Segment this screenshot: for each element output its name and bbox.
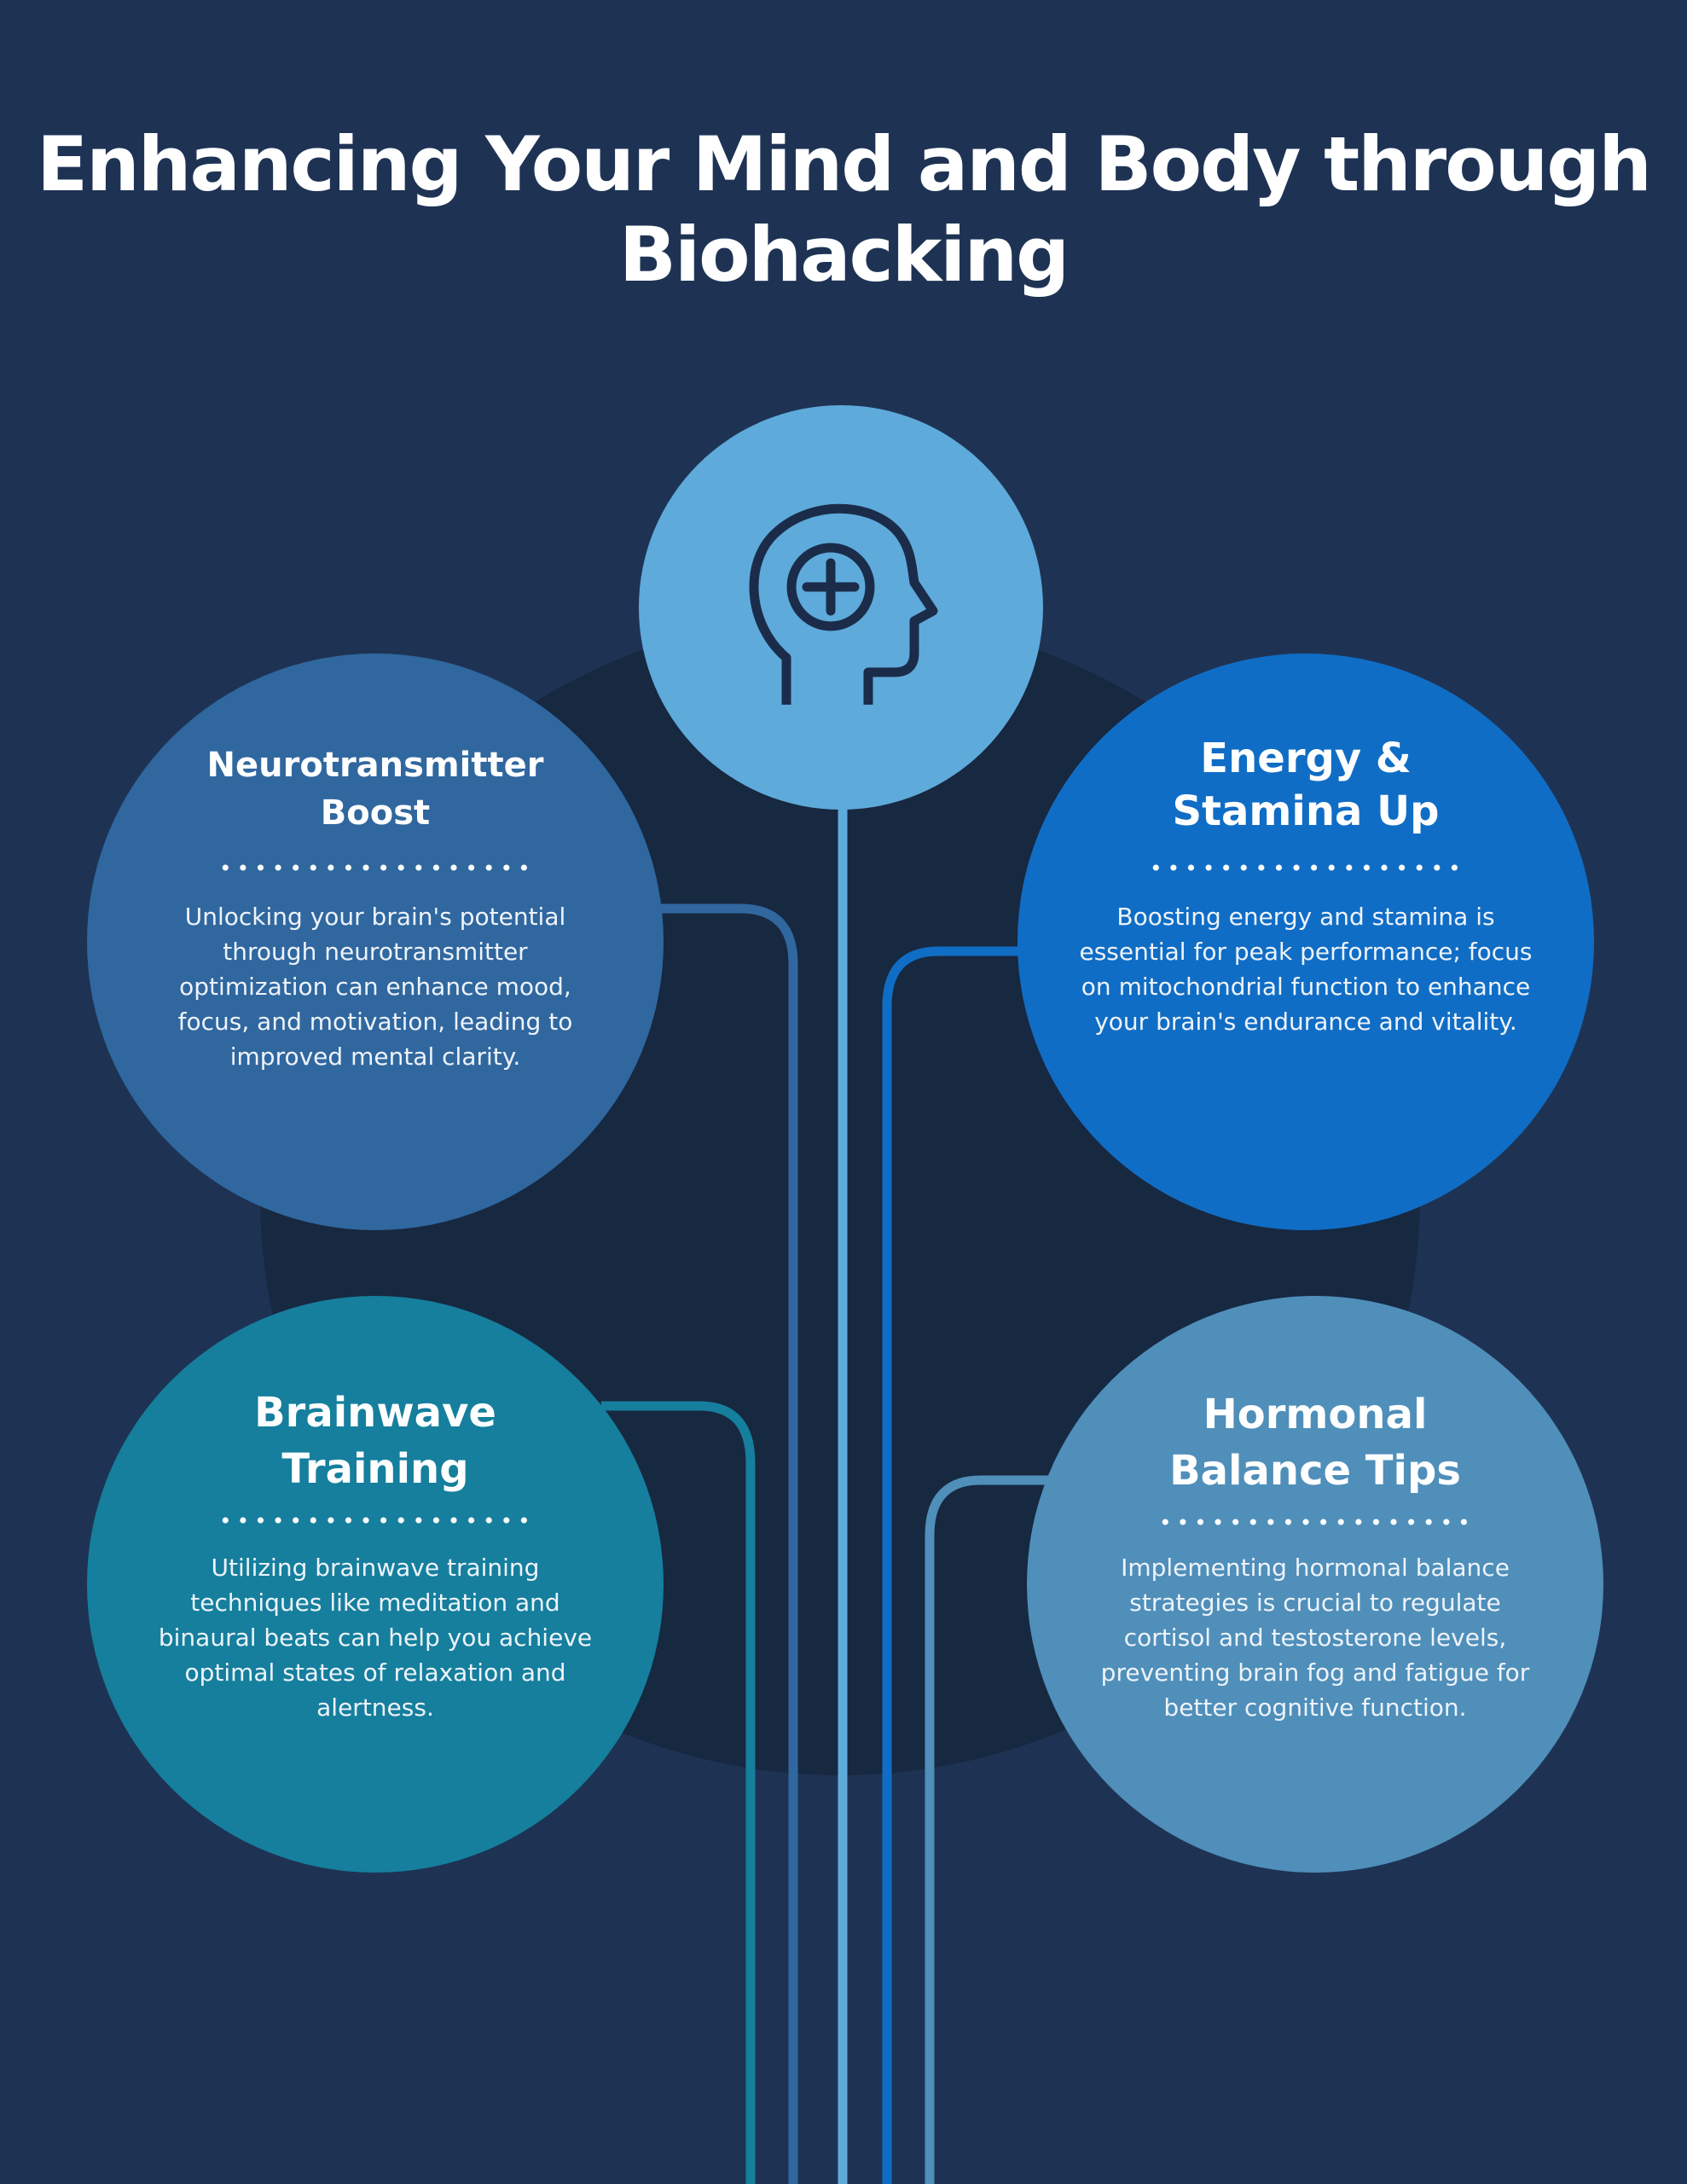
card-text: Utilizing brainwave training techniques … xyxy=(158,1554,593,1722)
card-title: Brainwave Training xyxy=(254,1389,496,1493)
dotted-divider xyxy=(1157,1519,1474,1525)
dotted-divider xyxy=(217,864,534,871)
center-head-circle xyxy=(639,405,1043,810)
card-text: Unlocking your brain's potential through… xyxy=(177,903,573,1071)
card-title: Hormonal Balance Tips xyxy=(1169,1391,1461,1495)
card-text: Boosting energy and stamina is essential… xyxy=(1079,903,1533,1036)
card-title: Energy & Stamina Up xyxy=(1172,735,1440,835)
card-brainwave: Brainwave Training Utilizing brainwave t… xyxy=(87,1296,664,1873)
card-text: Implementing hormonal balance strategies… xyxy=(1100,1554,1530,1722)
card-hormonal: Hormonal Balance Tips Implementing hormo… xyxy=(1027,1296,1603,1873)
head-plus-icon xyxy=(749,503,938,705)
connector-neurotransmitter xyxy=(657,903,798,2184)
dotted-divider xyxy=(217,1517,534,1524)
connector-hormonal xyxy=(925,1475,1049,2184)
connector-energy xyxy=(882,946,1019,2184)
page-title: Enhancing Your Mind and Body through Bio… xyxy=(37,120,1652,299)
card-neurotransmitter: Neurotransmitter Boost Unlocking your br… xyxy=(87,653,664,1230)
card-title: Neurotransmitter Boost xyxy=(206,746,544,833)
card-energy: Energy & Stamina Up Boosting energy and … xyxy=(1017,653,1594,1230)
dotted-divider xyxy=(1147,864,1464,871)
connector-brainwave xyxy=(601,1401,756,2184)
